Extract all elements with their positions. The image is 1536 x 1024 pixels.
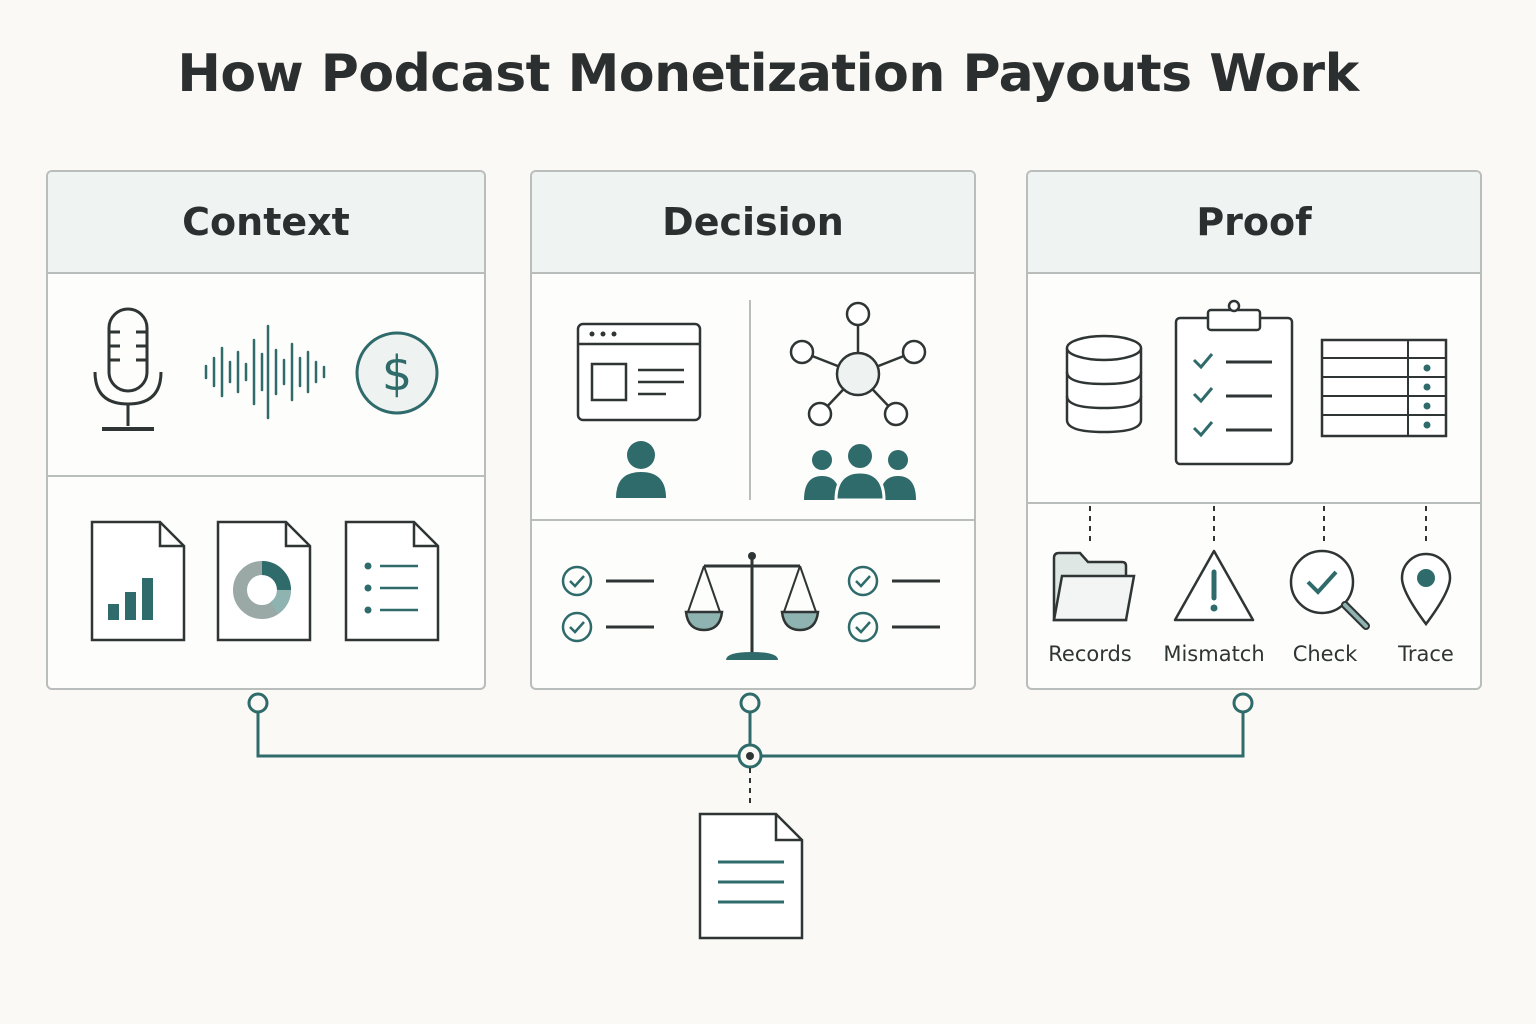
proof-item-label-mismatch: Mismatch — [1163, 642, 1265, 666]
checklist-icon — [847, 565, 940, 643]
proof-connectors — [1089, 506, 1427, 544]
checklist-icon — [561, 565, 654, 643]
network-icon — [789, 301, 927, 427]
decision-divider — [532, 519, 974, 521]
group-icon — [804, 444, 916, 502]
page-title: How Podcast Monetization Payouts Work — [177, 44, 1359, 104]
proof-panel: Proof — [1026, 170, 1482, 690]
svg-text:$: $ — [382, 346, 413, 402]
table-icon — [1320, 338, 1448, 438]
magnifier-check-icon — [1289, 549, 1370, 630]
dollar-coin-icon: $ — [355, 331, 439, 415]
proof-divider — [1028, 502, 1480, 504]
folder-icon — [1052, 551, 1136, 622]
database-icon — [1065, 334, 1143, 434]
context-panel-title: Context — [48, 172, 484, 274]
decision-panel-title: Decision — [532, 172, 974, 274]
proof-item-label-trace: Trace — [1398, 642, 1454, 666]
donut-chart-document-icon — [216, 520, 312, 642]
bar-chart-document-icon — [90, 520, 186, 642]
browser-window-icon — [576, 322, 702, 422]
clipboard-checklist-icon — [1174, 299, 1294, 466]
scales-icon — [684, 552, 820, 660]
user-icon — [616, 441, 666, 498]
proof-panel-title: Proof — [1028, 172, 1480, 274]
context-panel: Context — [46, 170, 486, 690]
soundwave-icon — [204, 324, 326, 420]
proof-item-label-check: Check — [1292, 642, 1358, 666]
location-pin-icon — [1400, 552, 1452, 627]
warning-icon — [1173, 549, 1255, 622]
document-icon — [698, 812, 804, 940]
list-document-icon — [344, 520, 440, 642]
context-divider — [48, 475, 484, 477]
proof-item-label-records: Records — [1048, 642, 1132, 666]
microphone-icon — [93, 307, 163, 431]
decision-vertical-divider — [749, 300, 751, 500]
decision-panel: Decision — [530, 170, 976, 690]
